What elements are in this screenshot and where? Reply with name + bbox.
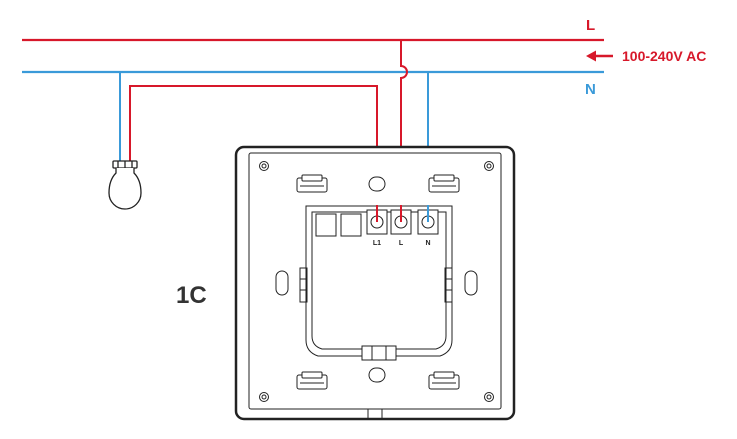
model-label: 1C — [176, 282, 207, 309]
terminal-label-l: L — [399, 240, 404, 247]
terminal-label-n: N — [425, 240, 430, 247]
mounting-slot — [275, 176, 478, 383]
terminal-label-l1: L1 — [373, 240, 381, 247]
arrow-left-icon — [586, 50, 613, 62]
supply-voltage-label: 100-240V AC — [622, 48, 706, 64]
terminal-module — [299, 205, 453, 361]
mounting-clip — [428, 371, 460, 390]
live-drop-wire — [400, 40, 408, 220]
inner-frame — [248, 152, 502, 410]
light-bulb-icon — [108, 160, 142, 210]
live-line-label: L — [586, 17, 595, 34]
supply-lines — [22, 38, 604, 74]
mounting-clip — [296, 174, 328, 193]
mounting-clip — [428, 174, 460, 193]
screw-icon — [259, 161, 494, 402]
neutral-line-label: N — [585, 81, 596, 98]
mounting-clip — [296, 371, 328, 390]
